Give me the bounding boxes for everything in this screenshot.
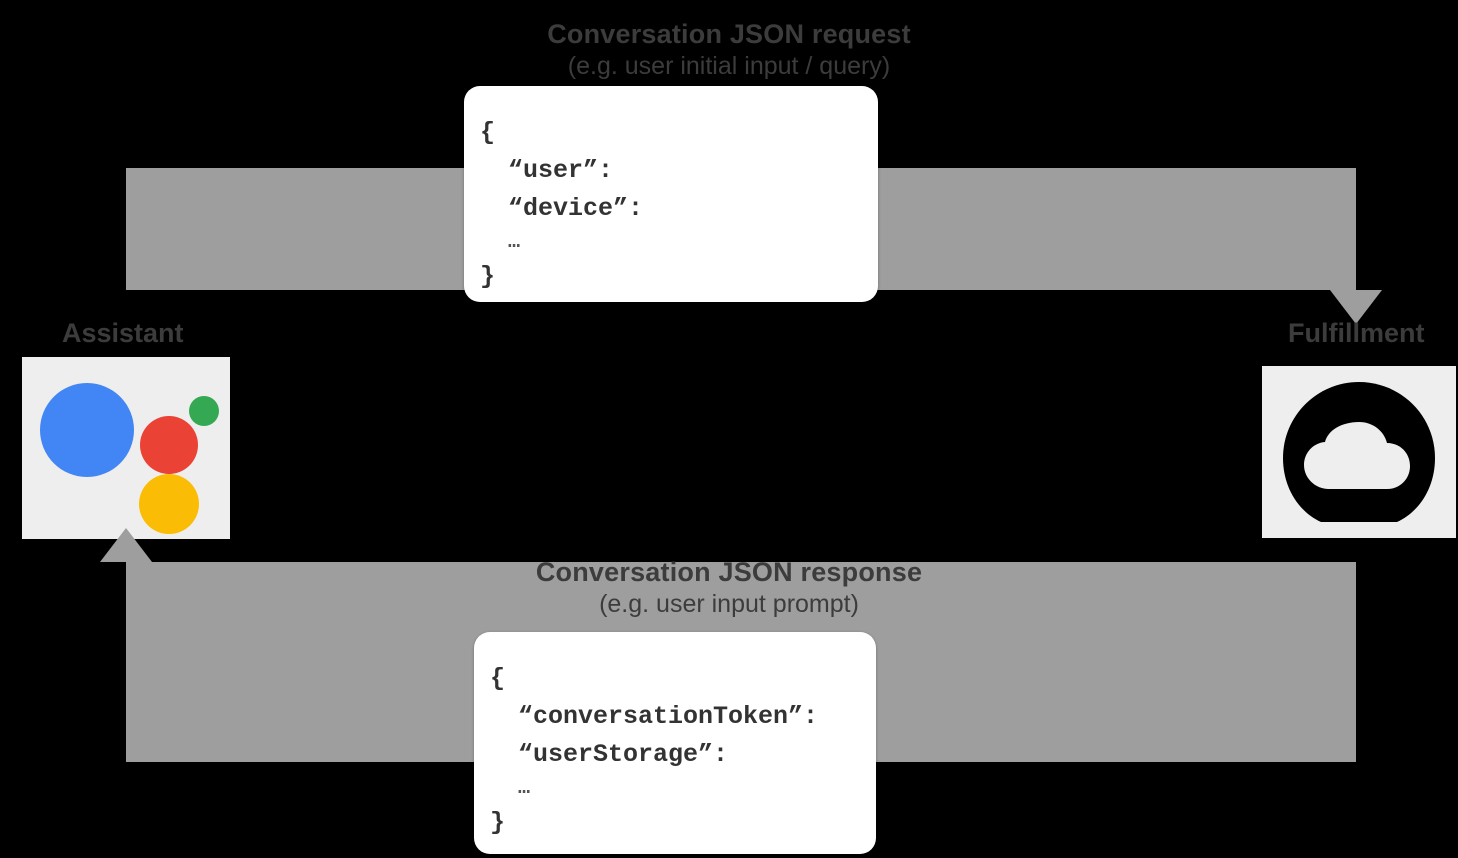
assistant-logo-tile (22, 357, 230, 539)
blue-dot (40, 383, 134, 477)
response-json-line-user-storage: “userStorage”: (518, 740, 729, 769)
response-json-ellipsis: … (518, 777, 531, 800)
red-dot (140, 416, 198, 474)
request-json-line-user: “user”: (508, 156, 614, 185)
response-json-line-conversation-token: “conversationToken”: (518, 702, 819, 731)
request-flow-label-line2: (e.g. user initial input / query) (567, 51, 891, 80)
response-flow-arrowhead (100, 528, 152, 562)
request-flow-label-line1: Conversation JSON request (547, 19, 911, 49)
request-json-ellipsis: … (508, 231, 521, 254)
fulfillment-endpoint-label: Fulfillment (1288, 318, 1425, 348)
fulfillment-cloud-tile (1262, 366, 1456, 538)
request-json-close-brace: } (480, 262, 496, 292)
response-json-close-brace: } (490, 808, 506, 838)
request-json-open-brace: { (480, 118, 496, 147)
response-json-card: { “conversationToken”: “userStorage”: … … (474, 632, 876, 854)
request-flow-arrowhead (1330, 290, 1382, 324)
request-json-card: { “user”: “device”: … } (464, 86, 878, 302)
yellow-dot (139, 474, 199, 534)
assistant-endpoint-label: Assistant (62, 318, 184, 348)
cloud-functions-icon (1283, 382, 1435, 522)
green-dot (189, 396, 219, 426)
request-json-line-device: “device”: (508, 194, 644, 223)
response-json-open-brace: { (490, 664, 506, 693)
request-flow-label: Conversation JSON request (e.g. user ini… (0, 18, 1458, 81)
